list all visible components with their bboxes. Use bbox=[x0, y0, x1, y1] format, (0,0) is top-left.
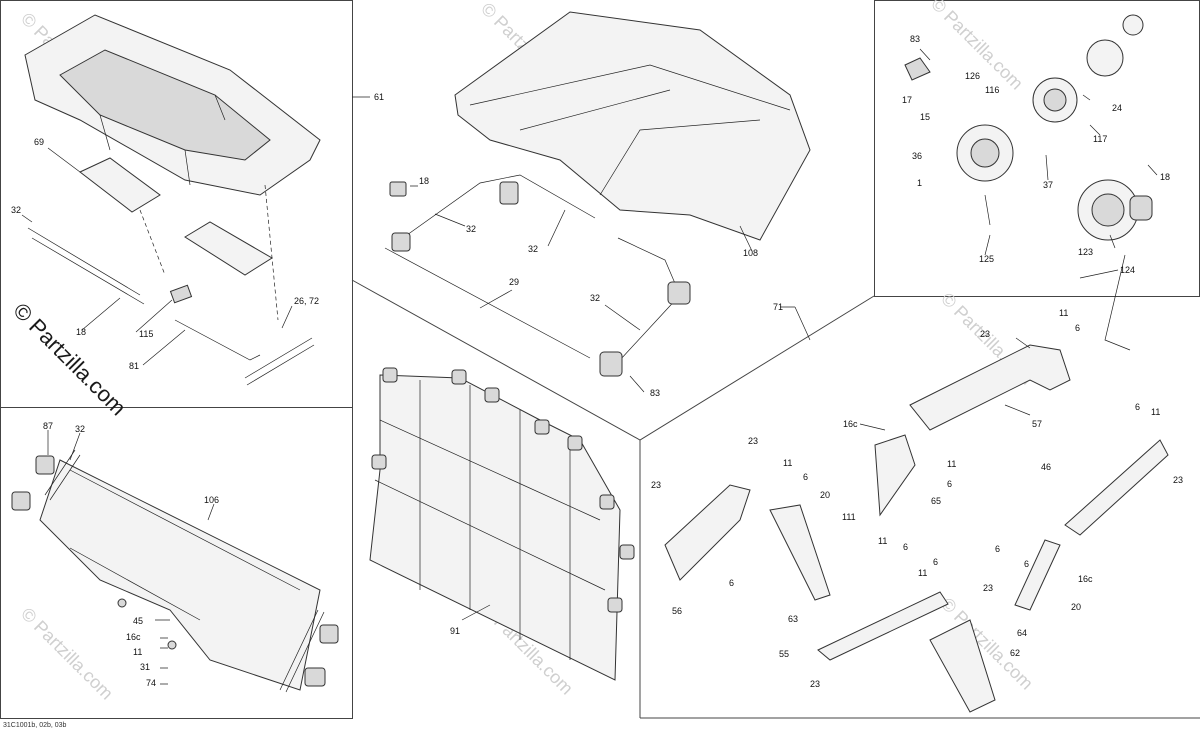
part-label: 23 bbox=[983, 583, 993, 593]
part-label: 32 bbox=[466, 224, 476, 234]
part-label: 32 bbox=[11, 205, 21, 215]
part-label: 29 bbox=[509, 277, 519, 287]
part-label: 125 bbox=[979, 254, 994, 264]
part-label: 123 bbox=[1078, 247, 1093, 257]
part-label: 20 bbox=[1071, 602, 1081, 612]
part-label: 6 bbox=[803, 472, 808, 482]
part-label: 23 bbox=[810, 679, 820, 689]
part-label: 20 bbox=[820, 490, 830, 500]
part-label: 108 bbox=[743, 248, 758, 258]
callouts-panel-5: 91 bbox=[450, 604, 491, 636]
part-label: 11 bbox=[1059, 308, 1068, 318]
part-label: 15 bbox=[920, 112, 930, 122]
part-label: 23 bbox=[1173, 475, 1183, 485]
part-label: 18 bbox=[1160, 172, 1170, 182]
rear-net bbox=[369, 367, 635, 681]
part-label: 55 bbox=[779, 649, 789, 659]
part-label: 56 bbox=[672, 606, 682, 616]
part-label: 36 bbox=[912, 151, 922, 161]
part-label: 11 bbox=[878, 536, 887, 546]
part-label: 6 bbox=[947, 479, 952, 489]
part-label: 115 bbox=[139, 329, 153, 339]
part-label: 23 bbox=[980, 329, 990, 339]
part-label: 91 bbox=[450, 626, 460, 636]
part-label: 74 bbox=[146, 678, 156, 688]
part-label: 31 bbox=[140, 662, 150, 672]
part-label: 37 bbox=[1043, 180, 1053, 190]
part-label: 6 bbox=[995, 544, 1000, 554]
part-label: 87 bbox=[43, 421, 53, 431]
diagram-code: 31C1001b, 02b, 03b bbox=[3, 722, 67, 729]
callouts-panel-3: 83 17 126 116 15 36 1 125 24 117 37 18 1… bbox=[902, 34, 1170, 279]
part-label: 62 bbox=[1010, 648, 1020, 658]
part-label: 126 bbox=[965, 71, 980, 81]
part-label: 117 bbox=[1093, 134, 1107, 144]
part-label: 32 bbox=[528, 244, 538, 254]
part-label: 71 bbox=[773, 302, 783, 312]
part-label: 6 bbox=[933, 557, 938, 567]
part-label: 106 bbox=[204, 495, 219, 505]
part-label: 124 bbox=[1120, 265, 1135, 275]
part-label: 6 bbox=[903, 542, 908, 552]
roof-assembly bbox=[384, 11, 811, 377]
part-label: 83 bbox=[910, 34, 920, 44]
part-label: 6 bbox=[729, 578, 734, 588]
speaker-assembly bbox=[904, 14, 1153, 351]
part-label: 116 bbox=[985, 85, 999, 95]
part-label: 1 bbox=[917, 178, 922, 188]
part-label: 23 bbox=[651, 480, 661, 490]
part-label: 83 bbox=[650, 388, 660, 398]
part-label: 11 bbox=[133, 647, 142, 657]
part-label: 11 bbox=[1151, 407, 1160, 417]
part-label: 11 bbox=[918, 568, 927, 578]
part-label: 81 bbox=[129, 361, 139, 371]
part-label: 11 bbox=[947, 459, 956, 469]
part-label: 18 bbox=[419, 176, 429, 186]
part-label: 6 bbox=[1075, 323, 1080, 333]
part-label: 16c bbox=[1078, 574, 1093, 584]
part-label: 6 bbox=[1135, 402, 1140, 412]
part-label: 45 bbox=[133, 616, 143, 626]
part-label: 24 bbox=[1112, 103, 1122, 113]
part-label: 16c bbox=[843, 419, 858, 429]
callouts-panel-1: 61 69 32 18 115 81 26, 72 bbox=[11, 92, 384, 371]
watermark-text: © Partzilla.com bbox=[17, 604, 117, 704]
part-label: 61 bbox=[374, 92, 384, 102]
part-label: 26, 72 bbox=[294, 296, 319, 306]
callouts-panel-4: 87 32 106 45 16c 11 31 74 31C1001b, 02b,… bbox=[3, 421, 219, 729]
part-label: 11 bbox=[783, 458, 792, 468]
part-label: 32 bbox=[75, 424, 85, 434]
watermark-main: © Partzilla.com bbox=[8, 298, 131, 421]
callouts-panel-2: 18 32 32 108 29 32 83 bbox=[410, 176, 758, 398]
windshield-assembly bbox=[11, 449, 339, 693]
part-label: 57 bbox=[1032, 419, 1042, 429]
rack-assembly bbox=[24, 14, 321, 386]
part-label: 18 bbox=[76, 327, 86, 337]
part-label: 16c bbox=[126, 632, 141, 642]
part-label: 23 bbox=[748, 436, 758, 446]
part-label: 46 bbox=[1041, 462, 1051, 472]
callouts-panel-6: 71 23 11 6 57 16c 11 6 65 11 6 23 11 6 2… bbox=[651, 302, 1183, 689]
part-label: 111 bbox=[842, 512, 856, 522]
part-label: 17 bbox=[902, 95, 912, 105]
part-label: 6 bbox=[1024, 559, 1029, 569]
part-label: 63 bbox=[788, 614, 798, 624]
part-label: 32 bbox=[590, 293, 600, 303]
part-label: 65 bbox=[931, 496, 941, 506]
part-label: 69 bbox=[34, 137, 44, 147]
side-panels-assembly bbox=[664, 344, 1169, 713]
part-label: 64 bbox=[1017, 628, 1027, 638]
